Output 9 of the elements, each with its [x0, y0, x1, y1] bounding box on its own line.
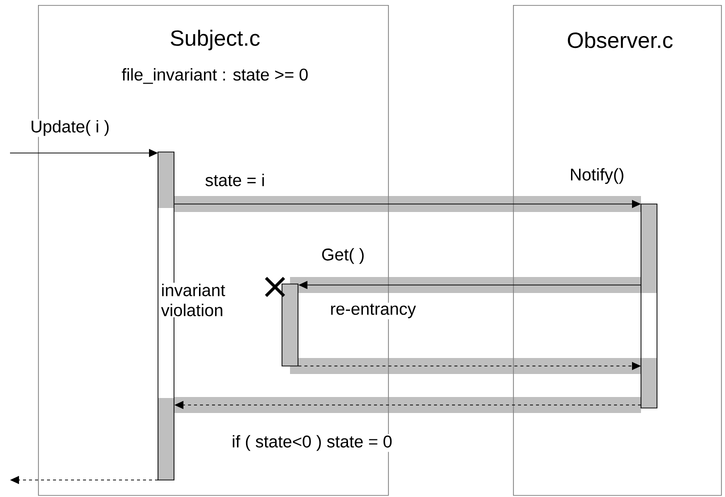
- activation-bar: [282, 284, 298, 366]
- activation-bar: [640, 204, 658, 408]
- note-text: invariant violation: [161, 284, 226, 316]
- edge-label: Get( ): [322, 248, 364, 264]
- note-text: re-entrancy: [331, 304, 416, 318]
- note-text: state = i: [205, 174, 264, 186]
- note-text: if ( state<0 ) state = 0: [232, 435, 392, 451]
- edge-label: Update( i ): [32, 120, 109, 136]
- edge-label: Notify(): [571, 168, 624, 184]
